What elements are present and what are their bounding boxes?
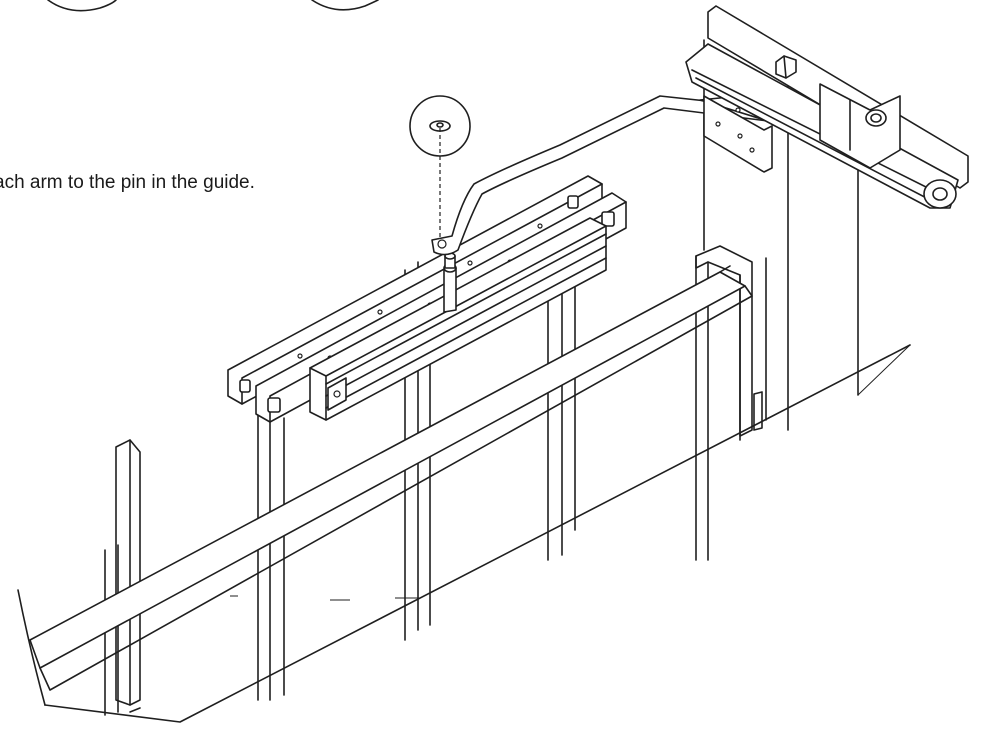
instruction-caption: ach arm to the pin in the guide. [0,172,255,193]
door-closer [685,5,969,209]
mounting-bracket [227,175,627,423]
track-guide [309,217,607,421]
handrail [29,265,753,691]
guide-pin [443,252,457,313]
ground-marks [230,595,420,601]
top-callout-circles [47,0,379,12]
pin-detail-callout [409,95,471,240]
door-frame [17,39,911,723]
